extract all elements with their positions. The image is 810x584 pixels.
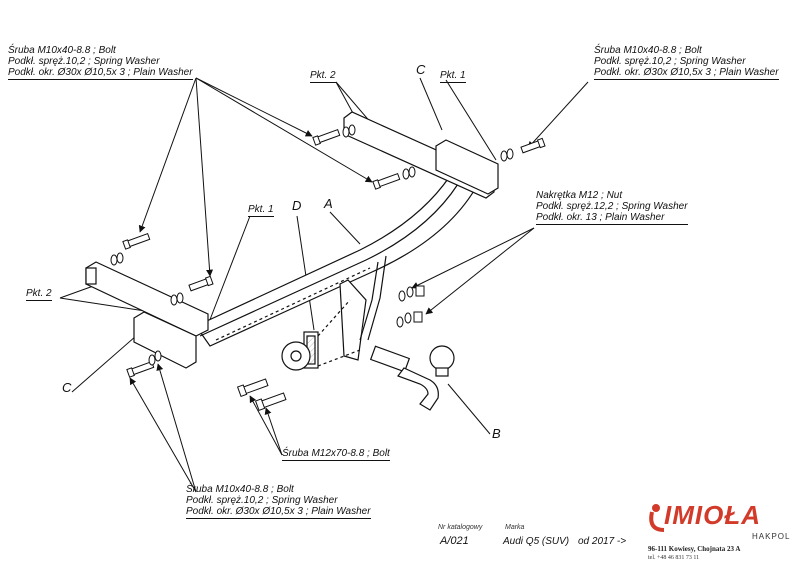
brand-caption: Marka <box>505 524 525 531</box>
label-c-top: C <box>416 62 426 77</box>
label-line: Podkł. okr. Ø30x Ø10,5x 3 ; Plain Washer <box>186 506 371 519</box>
label-pkt2-left: Pkt. 2 <box>26 288 52 301</box>
fasteners <box>110 124 546 412</box>
label-line: Podkł. okr. Ø30x Ø10,5x 3 ; Plain Washer <box>8 67 193 80</box>
label-bolt-m12: Śruba M12x70-8.8 ; Bolt <box>282 448 390 461</box>
label-line: Śruba M10x40-8.8 ; Bolt <box>186 484 294 495</box>
cross-beam <box>195 175 479 347</box>
label-line: Śruba M10x40-8.8 ; Bolt <box>594 45 702 56</box>
label-line: Śruba M10x40-8.8 ; Bolt <box>8 45 116 56</box>
label-bottom: Śruba M10x40-8.8 ; Bolt Podkł. spręż.10,… <box>186 484 371 519</box>
label-pkt1-mid: Pkt. 1 <box>248 204 274 217</box>
brand-value: Audi Q5 (SUV) <box>503 536 570 547</box>
socket-plate <box>281 255 387 371</box>
label-line: Podkł. spręż.10,2 ; Spring Washer <box>8 56 160 67</box>
logo-mark <box>649 504 665 532</box>
label-c-left: C <box>62 380 72 395</box>
label-nut: Nakrętka M12 ; Nut Podkł. spręż.12,2 ; S… <box>536 190 688 225</box>
label-b: B <box>492 426 501 441</box>
label-top-left: Śruba M10x40-8.8 ; Bolt Podkł. spręż.10,… <box>8 45 193 80</box>
label-line: Nakrętka M12 ; Nut <box>536 190 623 201</box>
label-line: Podkł. spręż.12,2 ; Spring Washer <box>536 201 688 212</box>
label-line: Podkł. spręż.10,2 ; Spring Washer <box>186 495 338 506</box>
label-pkt2-top: Pkt. 2 <box>310 70 336 83</box>
label-line: Podkł. spręż.10,2 ; Spring Washer <box>594 56 746 67</box>
catalog-caption: Nr katalogowy <box>438 524 483 531</box>
label-pkt1-top: Pkt. 1 <box>440 70 466 83</box>
logo-tel: tel. +48 46 831 73 11 <box>648 555 700 561</box>
logo-name: IMIOŁA <box>664 500 761 530</box>
label-a: A <box>324 196 333 211</box>
label-d: D <box>292 198 302 213</box>
logo-address: 96-111 Kowiesy, Chojnata 23 A <box>648 545 741 553</box>
year-value: od 2017 -> <box>578 536 627 547</box>
right-bracket <box>343 111 499 199</box>
label-top-right: Śruba M10x40-8.8 ; Bolt Podkł. spręż.10,… <box>594 45 779 80</box>
tow-ball <box>369 345 455 411</box>
label-line: Podkł. okr. 13 ; Plain Washer <box>536 212 688 225</box>
logo-sub: HAKPOL <box>752 532 791 541</box>
label-line: Podkł. okr. Ø30x Ø10,5x 3 ; Plain Washer <box>594 67 779 80</box>
left-bracket <box>85 261 209 369</box>
catalog-number: A/021 <box>440 535 469 547</box>
